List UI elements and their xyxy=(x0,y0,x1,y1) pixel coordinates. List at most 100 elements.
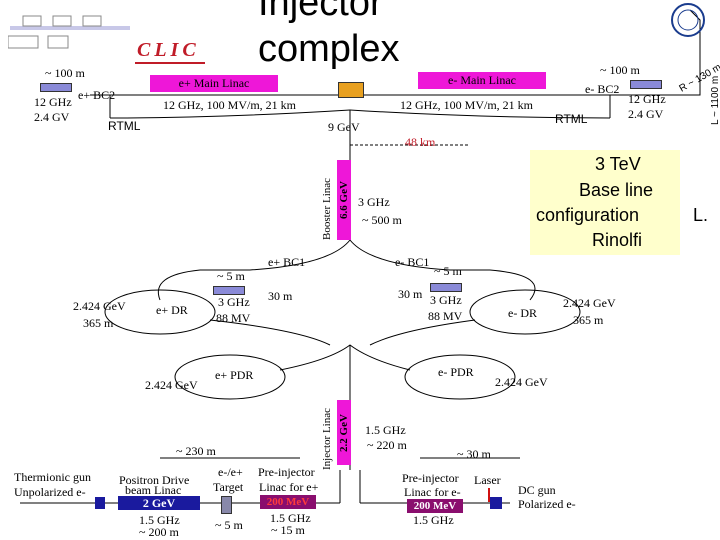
pre-pos-length: ~ 15 m xyxy=(271,523,305,537)
pos-bc1-freq: 3 GHz xyxy=(218,295,250,309)
ele-dr-length: 365 m xyxy=(573,313,604,327)
drive-length: ~ 200 m xyxy=(139,525,179,539)
injector-freq: 1.5 GHz xyxy=(365,423,406,437)
pre-pos-line2: Linac for e+ xyxy=(259,480,319,494)
clic-logo: CLIC xyxy=(137,39,200,61)
right-bc2-freq: 12 GHz xyxy=(628,92,666,106)
target-marker xyxy=(221,496,232,514)
thermionic-line1: Thermionic gun xyxy=(14,470,91,484)
fortyeight-km-label: 48 km xyxy=(405,135,436,149)
dc-gun-line1: DC gun xyxy=(518,483,556,497)
pos-dr-to-pdr xyxy=(209,319,331,346)
dc-gun-marker xyxy=(490,497,502,509)
booster-freq: 3 GHz xyxy=(358,195,390,209)
pos-dr-ring xyxy=(104,289,216,335)
pos-bc1-mv: 88 MV xyxy=(216,311,251,325)
ele-dr-ring xyxy=(469,289,581,335)
config-note xyxy=(530,150,680,255)
ele-dr-label: e- DR xyxy=(508,306,537,320)
length-label: L ~ 1100 m xyxy=(710,75,720,125)
pos-dr-label: e+ DR xyxy=(156,303,188,317)
pos-bc1-5m: ~ 5 m xyxy=(217,269,245,283)
interaction-point-marker xyxy=(338,82,364,98)
ele-pdr-energy: 2.424 GeV xyxy=(495,375,548,389)
config-note-line3: configuration xyxy=(536,205,640,225)
pos-bc2-label: e+ BC2 xyxy=(78,88,116,102)
nine-gev-label: 9 GeV xyxy=(328,120,360,134)
bc1-right-branch xyxy=(349,239,490,271)
len-30m: ~ 30 m xyxy=(457,447,491,461)
drive-energy: 2 GeV xyxy=(118,496,200,510)
ele-bc2-label: e- BC2 xyxy=(585,82,620,96)
rtml-left-label: RTML xyxy=(108,119,141,133)
pre-ele-energy: 200 MeV xyxy=(407,499,463,513)
ele-linac-params: 12 GHz, 100 MV/m, 21 km xyxy=(400,98,533,112)
config-note-line4: Rinolfi xyxy=(592,230,643,250)
left-bc2-energy: 2.4 GV xyxy=(34,110,70,124)
pos-linac-params: 12 GHz, 100 MV/m, 21 km xyxy=(163,98,296,112)
ele-bc1-mv: 88 MV xyxy=(428,309,463,323)
injector-length: ~ 220 m xyxy=(367,438,407,452)
pos-pdr-label: e+ PDR xyxy=(215,368,254,382)
pos-pdr-ring xyxy=(174,354,286,400)
injector-linac: 2.2 GeV xyxy=(337,400,351,465)
right-bc2-energy: 2.4 GV xyxy=(628,107,664,121)
target-line1: e-/e+ xyxy=(218,465,243,479)
booster-linac: 6.6 GeV xyxy=(337,160,351,240)
len-230m: ~ 230 m xyxy=(176,444,216,458)
ele-bc1-label: e- BC1 xyxy=(395,255,430,269)
ele-bc1-freq: 3 GHz xyxy=(430,293,462,307)
pos-dr-length: 365 m xyxy=(83,316,114,330)
rtml-right-line xyxy=(349,109,611,119)
ele-dr-energy: 2.424 GeV xyxy=(563,296,616,310)
config-note-author-initial: L. xyxy=(693,205,709,225)
ele-bc1-to-dr xyxy=(489,269,536,301)
laser-beam xyxy=(488,488,490,502)
thermionic-gun-marker xyxy=(95,497,105,509)
target-line2: Target xyxy=(213,480,244,494)
ele-dr-to-pdr xyxy=(369,319,476,346)
injector-energy: 2.2 GeV xyxy=(338,413,351,452)
beamline-sketch-logo xyxy=(7,8,133,53)
booster-energy: 6.6 GeV xyxy=(338,181,351,219)
rtml-right-label: RTML xyxy=(555,112,588,126)
thermionic-line2: Unpolarized e- xyxy=(14,485,86,499)
left-bc2-magnet xyxy=(40,83,72,92)
rtml-left-line xyxy=(109,109,351,119)
booster-label: Booster Linac xyxy=(321,177,333,240)
pre-pos-energy: 200 MeV xyxy=(260,495,316,509)
pos-bc1-30m: 30 m xyxy=(268,289,293,303)
ele-main-linac: e- Main Linac xyxy=(418,72,546,89)
positron-drive-line2: beam Linac xyxy=(125,483,182,497)
left-100m: ~ 100 m xyxy=(45,66,85,80)
bc1-left-branch xyxy=(200,239,351,271)
laser-label: Laser xyxy=(474,473,501,487)
ele-pdr-label: e- PDR xyxy=(438,365,474,379)
pre-pos-freq: 1.5 GHz xyxy=(270,511,311,525)
drive-freq: 1.5 GHz xyxy=(139,513,180,527)
pdr-merge xyxy=(279,344,411,371)
ele-bc1-5m: ~ 5 m xyxy=(434,264,462,278)
pos-bc1-magnet xyxy=(213,286,245,295)
right-100m: ~ 100 m xyxy=(600,63,640,77)
config-note-line1: 3 TeV xyxy=(595,154,641,174)
pos-dr-energy: 2.424 GeV xyxy=(73,299,126,313)
pre-ele-line1: Pre-injector xyxy=(402,471,459,485)
pos-main-linac: e+ Main Linac xyxy=(150,75,278,92)
cern-logo xyxy=(668,2,708,38)
pre-ele-freq: 1.5 GHz xyxy=(413,513,454,527)
turnaround-loop xyxy=(665,9,701,96)
config-note-line2: Base line xyxy=(579,180,654,200)
dc-gun-line2: Polarized e- xyxy=(518,497,576,511)
injector-label: Injector Linac xyxy=(321,408,333,470)
right-bc2-magnet xyxy=(630,80,662,89)
left-bc2-freq: 12 GHz xyxy=(34,95,72,109)
clic-logo-underline xyxy=(135,62,205,64)
target-length: ~ 5 m xyxy=(215,518,243,532)
title-line2: complex xyxy=(258,28,400,70)
pre-ele-line2: Linac for e- xyxy=(404,485,461,499)
ele-bc1-magnet xyxy=(430,283,462,292)
pos-pdr-energy: 2.424 GeV xyxy=(145,378,198,392)
pos-bc1-label: e+ BC1 xyxy=(268,255,306,269)
